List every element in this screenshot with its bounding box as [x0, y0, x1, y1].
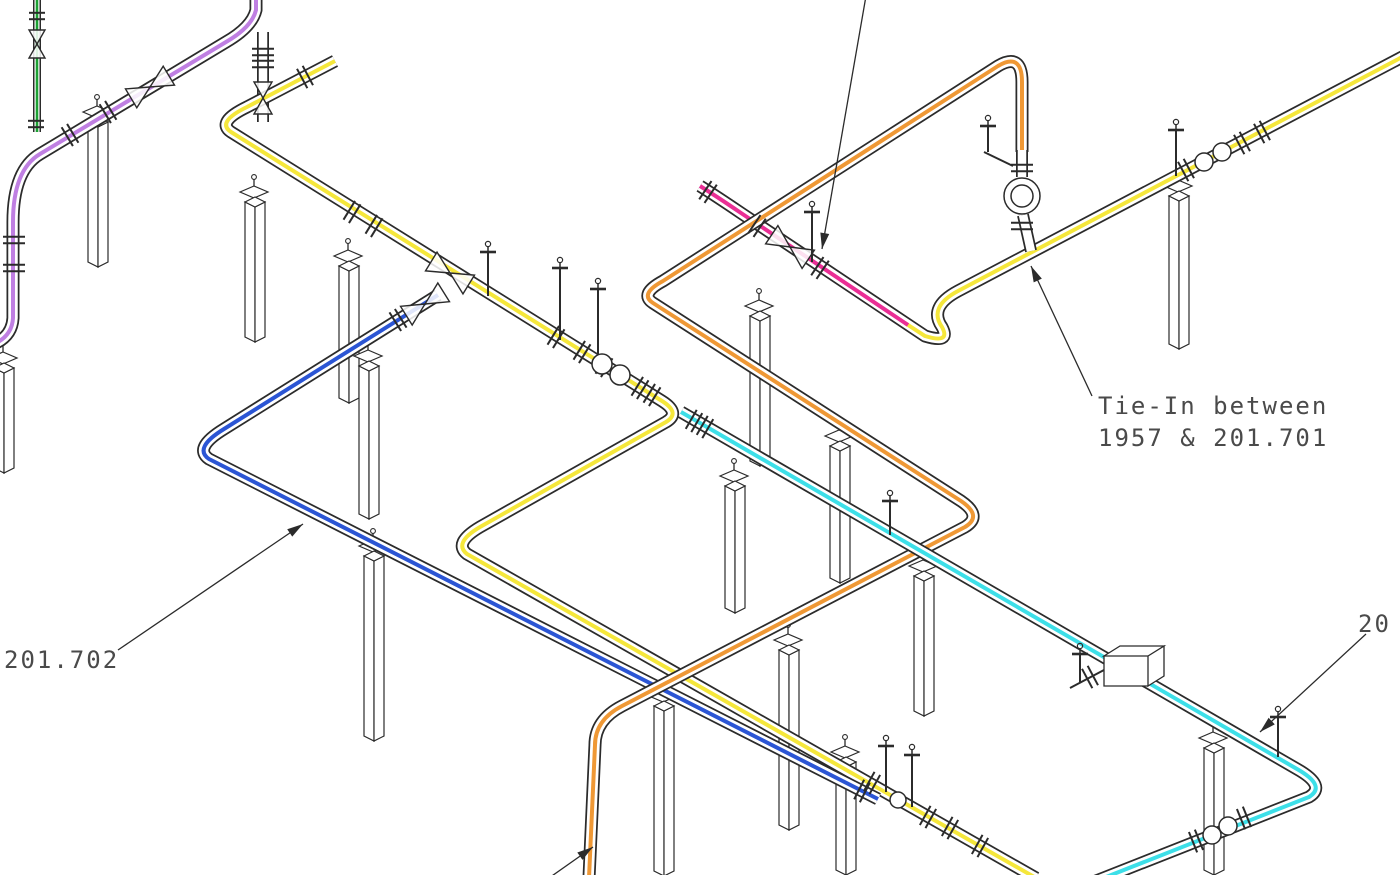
valve-stem-icon — [878, 734, 894, 792]
flange-hub-icon — [1010, 184, 1034, 208]
pipe-route-yellow-main — [219, 55, 1040, 875]
flange-icon — [1177, 158, 1195, 182]
valve-icon — [27, 29, 47, 59]
flange-icon — [698, 180, 718, 204]
flange-hub-icon — [1194, 152, 1214, 172]
flange-icon — [252, 47, 274, 57]
flange-icon — [695, 415, 715, 439]
pipe-support-column — [357, 528, 389, 742]
leader-line — [821, 0, 866, 250]
valve-icon — [252, 81, 274, 115]
flange-icon — [853, 779, 871, 803]
valve-stem-icon — [480, 240, 496, 296]
pipe-route-orange — [582, 55, 1029, 875]
leader-arrowhead-icon — [1260, 717, 1275, 732]
valve-stem-icon — [1168, 118, 1184, 176]
leader-line — [1259, 633, 1367, 733]
pipe-route-purple — [0, 0, 263, 349]
flange-hub-icon — [889, 791, 907, 809]
flange-icon — [684, 409, 704, 433]
pipe-route-blue — [197, 289, 881, 805]
flange-icon — [1187, 829, 1205, 853]
flange-icon — [747, 214, 767, 238]
leader-line — [117, 523, 304, 651]
flange-icon — [296, 65, 314, 89]
flange-icon — [364, 214, 384, 238]
pipe-support-column — [0, 340, 19, 474]
valve-stem-icon — [882, 489, 898, 535]
flange-icon — [1011, 163, 1033, 173]
flange-icon — [642, 383, 662, 407]
pipe-support-column — [1162, 168, 1194, 350]
flange-icon — [29, 11, 45, 21]
flange-icon — [28, 119, 44, 129]
flange-hub-icon — [609, 364, 631, 386]
flange-icon — [1233, 131, 1251, 155]
flange-icon — [60, 123, 80, 147]
flange-icon — [342, 200, 362, 224]
flange-icon — [1011, 221, 1033, 231]
valve-stem-icon — [1072, 642, 1088, 682]
support-columns — [0, 94, 1229, 875]
leader-lines — [117, 0, 1367, 875]
valve-stem-icon — [980, 114, 996, 152]
annotation-pipe-label-20: 20 — [1358, 610, 1391, 638]
pipe-route-cyan — [677, 406, 1323, 875]
pipe-support-column — [332, 238, 364, 404]
flange-icon — [630, 376, 650, 400]
flange-icon — [546, 325, 566, 349]
flange-icon — [1081, 665, 1099, 689]
flange-icon — [940, 816, 960, 840]
valve-stem-icon — [1270, 705, 1286, 757]
pipe-support-column — [352, 338, 384, 520]
valve-icon — [424, 250, 476, 296]
pipe-support-column — [238, 174, 270, 343]
valve-icon — [764, 224, 816, 270]
flange-hub-icon — [1202, 825, 1222, 845]
annotation-pipe-label-201-702: 201.702 — [4, 646, 119, 674]
annotation-tie-in-line1: Tie-In between — [1098, 392, 1328, 420]
valve-stem-icon — [552, 256, 568, 340]
valve-icon — [124, 64, 176, 110]
valve-stem-icon — [804, 200, 820, 262]
flange-icon — [1235, 806, 1253, 830]
annotations: Tie-In between 1957 & 201.701 201.702 20 — [4, 392, 1391, 674]
inline-equipment-box — [1101, 644, 1167, 688]
flange-icon — [1253, 120, 1271, 144]
pipe-support-column — [907, 548, 939, 717]
flange-icon — [572, 340, 592, 364]
pipe-ball-valve-spool-lower — [1017, 213, 1037, 253]
pipe-support-column — [718, 458, 750, 614]
valve-branch-line — [983, 151, 1014, 167]
flange-hub-icon — [1218, 816, 1238, 836]
leader-arrowhead-icon — [287, 524, 303, 537]
flange-icon — [252, 59, 274, 69]
leader-arrowhead-icon — [1031, 266, 1042, 283]
flange-icon — [970, 834, 990, 858]
valves-and-fittings — [3, 11, 1286, 858]
flange-hub-icon — [1212, 142, 1232, 162]
leader-arrowhead-icon — [577, 847, 593, 860]
flange-icon — [98, 100, 118, 124]
flange-icon — [810, 256, 830, 280]
flange-icon — [388, 308, 408, 332]
leader-line — [1030, 265, 1093, 397]
flange-hub-icon — [591, 353, 613, 375]
valve-stem-icon — [590, 277, 606, 363]
pipe-support-column — [829, 734, 861, 875]
pipe-support-column — [647, 678, 679, 875]
annotation-tie-in-line2: 1957 & 201.701 — [1098, 424, 1328, 452]
flange-icon — [862, 771, 882, 795]
pipe-color-overlays — [698, 55, 1400, 341]
leader-arrowhead-icon — [820, 232, 830, 249]
flange-icon — [3, 235, 25, 245]
flange-icon — [918, 805, 938, 829]
valve-icon — [399, 281, 451, 327]
pipe-support-column — [1197, 720, 1229, 875]
flange-icon — [3, 263, 25, 273]
valve-stem-icon — [904, 743, 920, 807]
